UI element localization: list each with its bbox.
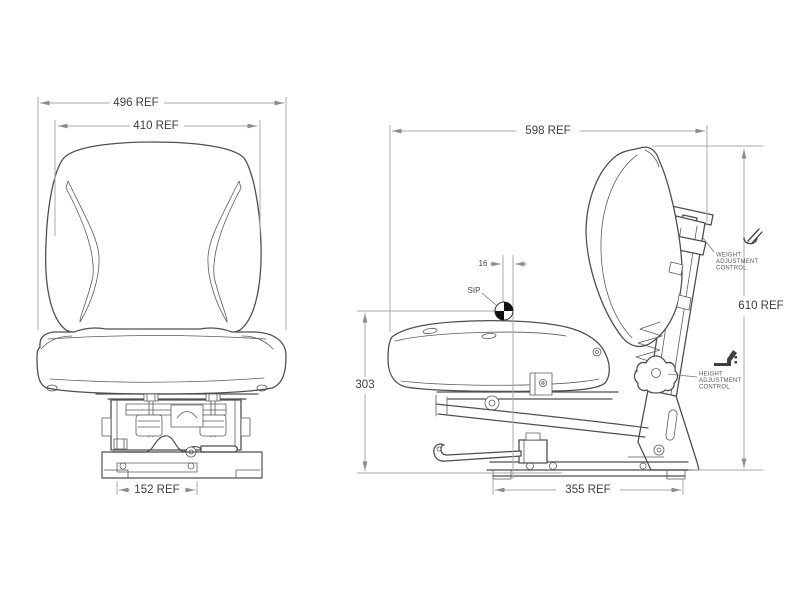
front-backrest-outline bbox=[44, 141, 262, 338]
dim-front-rail-slot-width-label: 152 REF bbox=[134, 484, 179, 496]
side-underframe bbox=[435, 372, 649, 438]
dim-front-backrest-width-label: 410 REF bbox=[133, 120, 178, 132]
sip-label: SIP bbox=[468, 286, 481, 295]
side-backrest-outline bbox=[585, 146, 683, 348]
front-suspension bbox=[95, 393, 263, 479]
front-cushion-top-contour bbox=[47, 335, 267, 340]
front-cushion-bottom-contour bbox=[49, 377, 265, 383]
front-cushion-left-tab bbox=[46, 384, 58, 392]
front-adjuster-rod bbox=[200, 445, 239, 453]
side-base-rail bbox=[486, 432, 692, 480]
svg-text:HEIGHT: HEIGHT bbox=[699, 372, 723, 378]
side-view-drawing bbox=[387, 146, 714, 480]
side-height-knob bbox=[633, 355, 679, 394]
weight-adjustment-control-label: WEIGHT ADJUSTMENT CONTROL bbox=[716, 253, 758, 272]
front-cushion-right-tab bbox=[256, 384, 268, 392]
svg-text:ADJUSTMENT: ADJUSTMENT bbox=[716, 259, 758, 265]
front-cushion-left-fold bbox=[40, 335, 73, 350]
dim-front-overall-width-label: 496 REF bbox=[113, 97, 158, 109]
weight-control-leader bbox=[702, 237, 715, 253]
dim-side-overall-height-label: 610 REF bbox=[738, 300, 783, 312]
weight-adjustment-icon bbox=[743, 228, 763, 245]
height-adjustment-icon bbox=[714, 350, 737, 366]
dim-side-base-length-label: 355 REF bbox=[565, 484, 610, 496]
front-backrest-left-seam bbox=[65, 180, 100, 323]
svg-text:CONTROL: CONTROL bbox=[716, 266, 747, 272]
side-view-dimensions bbox=[357, 125, 763, 495]
height-adjustment-control-label: HEIGHT ADJUSTMENT CONTROL bbox=[699, 372, 741, 391]
svg-text:ADJUSTMENT: ADJUSTMENT bbox=[699, 378, 741, 384]
svg-text:WEIGHT: WEIGHT bbox=[716, 253, 741, 259]
svg-text:CONTROL: CONTROL bbox=[699, 385, 730, 391]
side-slide-lever bbox=[433, 443, 522, 462]
side-cushion-outline bbox=[387, 319, 610, 393]
front-view-dimensions bbox=[37, 97, 287, 495]
dim-side-sip-offset-label: 16 bbox=[479, 259, 488, 268]
height-control-leader bbox=[667, 373, 698, 378]
front-view-drawing bbox=[36, 141, 287, 479]
front-cushion-right-fold bbox=[241, 335, 274, 350]
front-cushion-outline bbox=[36, 327, 287, 395]
dim-side-overall-depth-label: 598 REF bbox=[525, 125, 570, 137]
front-backrest-right-seam bbox=[207, 180, 242, 323]
sip-symbol bbox=[481, 292, 514, 321]
dim-side-sip-height-label: 303 bbox=[355, 379, 374, 391]
